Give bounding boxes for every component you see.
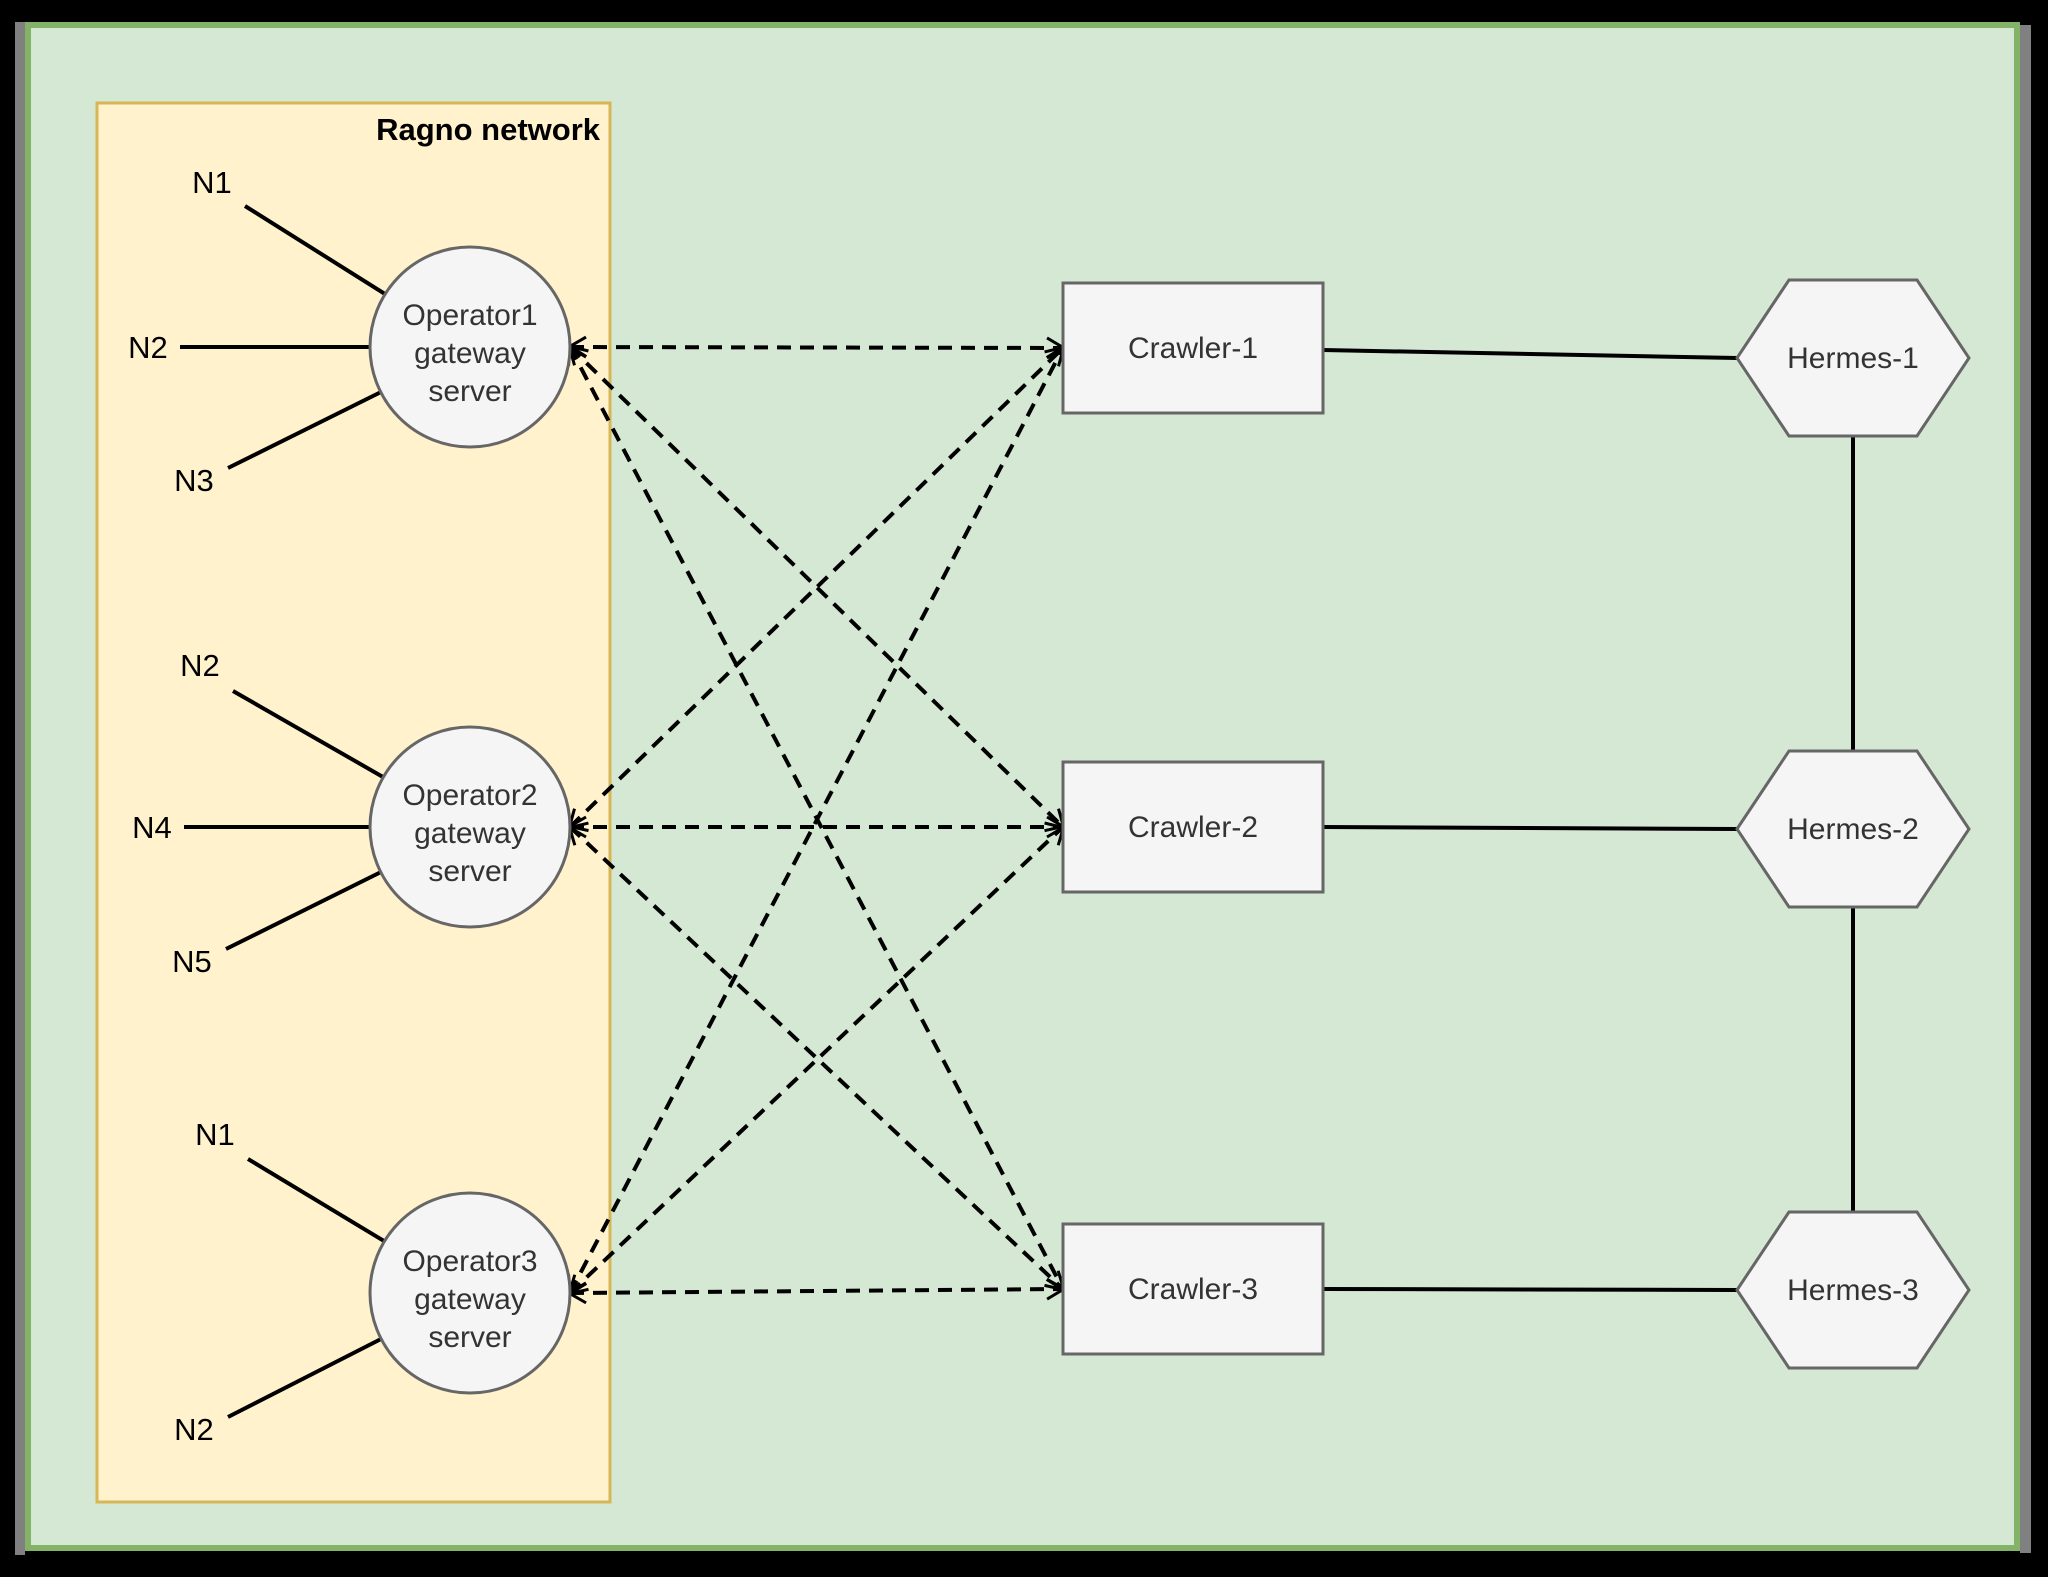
hermes3-hexagon <box>1735 1210 1971 1370</box>
n-node-label: N2 <box>174 1412 214 1447</box>
left-edge-strip <box>15 22 25 1555</box>
operator-node-operator3: Operator3 gateway server <box>368 1191 572 1395</box>
hermes-node-hermes1: Hermes-1 <box>1735 278 1971 438</box>
edge-n1-operator1 <box>243 204 387 296</box>
operator-crawler-dashed-edges <box>570 347 1063 1293</box>
operator2-label-line1: Operator2 <box>402 779 537 812</box>
hermes1-label: Hermes-1 <box>1787 342 1919 375</box>
edge-n1-operator3 <box>246 1157 386 1243</box>
hermes3-label: Hermes-3 <box>1787 1274 1919 1307</box>
operator-node-operator2: Operator2 gateway server <box>368 725 572 929</box>
edge-n5-operator2 <box>225 870 382 951</box>
operator3-label-line1: Operator3 <box>402 1245 537 1278</box>
edge-operator3-crawler1 <box>570 348 1063 1293</box>
n-node-edges <box>180 204 387 1419</box>
n-node-label: N4 <box>132 810 172 845</box>
crawler2-label: Crawler-2 <box>1128 811 1258 844</box>
n-node-label: N3 <box>174 463 214 498</box>
crawler1-label: Crawler-1 <box>1128 332 1258 365</box>
n-node-label: N5 <box>172 944 212 979</box>
hermes-node-hermes3: Hermes-3 <box>1735 1210 1971 1370</box>
n-node-labels: N1 N2 N3 N2 N4 N5 N1 N2 <box>128 165 235 1447</box>
operator1-label-line2: gateway <box>414 337 526 370</box>
n-node-label: N2 <box>180 648 220 683</box>
operator3-label-line3: server <box>428 1321 511 1354</box>
edge-crawler3-hermes3 <box>1322 1287 1738 1292</box>
ragno-network-title: Ragno network <box>376 112 601 147</box>
n-node-label: N2 <box>128 330 168 365</box>
edge-crawler2-hermes2 <box>1322 825 1738 831</box>
crawler2-box <box>1061 760 1325 894</box>
edge-crawler1-hermes1 <box>1322 348 1738 360</box>
n-node-label: N1 <box>192 165 232 200</box>
crawler3-label: Crawler-3 <box>1128 1273 1258 1306</box>
edge-n2-operator3 <box>227 1337 382 1419</box>
hermes-node-hermes2: Hermes-2 <box>1735 749 1971 909</box>
operator2-label-line2: gateway <box>414 817 526 850</box>
hermes2-label: Hermes-2 <box>1787 813 1919 846</box>
operator-node-operator1: Operator1 gateway server <box>368 245 572 449</box>
crawler1-box <box>1061 281 1325 415</box>
operator2-label-line3: server <box>428 855 511 888</box>
crawler-node-crawler3: Crawler-3 <box>1061 1222 1325 1356</box>
right-edge-strip <box>2020 25 2031 1553</box>
n-node-label: N1 <box>195 1117 235 1152</box>
hermes1-hexagon <box>1735 278 1971 438</box>
operator1-label-line1: Operator1 <box>402 299 537 332</box>
operator1-label-line3: server <box>428 375 511 408</box>
edge-n3-operator1 <box>227 390 382 470</box>
edge-n2-operator2 <box>232 689 384 779</box>
operator3-circle <box>368 1191 572 1395</box>
crawler-hermes-solid-edges <box>1322 348 1855 1292</box>
hermes2-hexagon <box>1735 749 1971 909</box>
crawler-node-crawler1: Crawler-1 <box>1061 281 1325 415</box>
operator3-label-line2: gateway <box>414 1283 526 1316</box>
operator2-circle <box>368 725 572 929</box>
edge-operator3-crawler2 <box>570 827 1063 1293</box>
crawler-node-crawler2: Crawler-2 <box>1061 760 1325 894</box>
operator1-circle <box>368 245 572 449</box>
edge-operator3-crawler3 <box>570 1289 1063 1293</box>
crawler3-box <box>1061 1222 1325 1356</box>
